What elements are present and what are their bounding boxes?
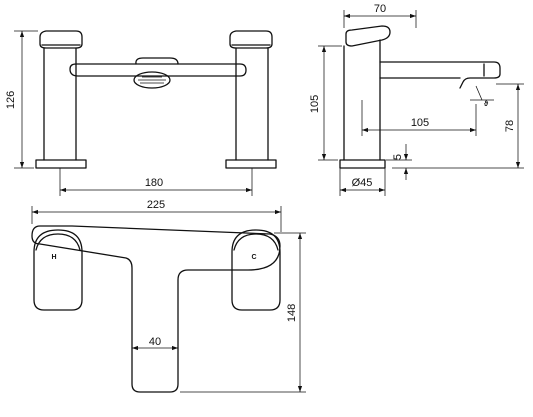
dimension-base-diameter: Ø45 (339, 168, 386, 196)
dimension-label: Ø45 (352, 177, 373, 189)
dimension-plan-width: 225 (31, 199, 282, 232)
cold-label: C (251, 254, 256, 261)
dimension-side-projection: 105 (361, 100, 477, 136)
front-right-pillar (225, 30, 277, 169)
dimension-label: 148 (286, 304, 298, 322)
hot-label: H (51, 254, 56, 261)
dimension-label: 40 (149, 336, 161, 348)
dimension-base-thickness: 5 (386, 144, 412, 180)
dimension-label: 126 (5, 91, 17, 109)
dimension-plan-stem-width: 40 (132, 336, 178, 351)
dimension-label: 225 (147, 199, 165, 211)
dimension-plan-depth: 148 (180, 232, 306, 393)
dimension-label: 70 (374, 3, 386, 15)
dimension-label: 105 (309, 95, 321, 113)
dimension-side-depth: 70 (343, 3, 417, 28)
side-view: ϑ 70 105 105 78 (309, 3, 524, 196)
dimension-spout-height: 78 (392, 83, 524, 169)
dimension-side-height: 105 (309, 45, 342, 161)
dimension-front-centres: 180 (59, 168, 253, 196)
side-angle-mark: ϑ (470, 85, 494, 108)
front-view: 126 180 (5, 30, 277, 196)
dimension-label: 78 (504, 120, 516, 132)
plan-cold-handle: C (231, 229, 281, 311)
angle-symbol: ϑ (484, 101, 489, 108)
front-left-pillar (35, 30, 87, 169)
dimension-label: 180 (145, 177, 163, 189)
plan-body (31, 225, 281, 393)
front-spout-bar (69, 57, 247, 89)
dimension-front-height: 126 (5, 30, 38, 169)
side-body (339, 25, 501, 169)
dimension-label: 5 (392, 154, 404, 160)
dimension-label: 105 (411, 117, 429, 129)
plan-hot-handle: H (33, 229, 83, 311)
plan-view: H C 225 148 40 (31, 199, 306, 393)
